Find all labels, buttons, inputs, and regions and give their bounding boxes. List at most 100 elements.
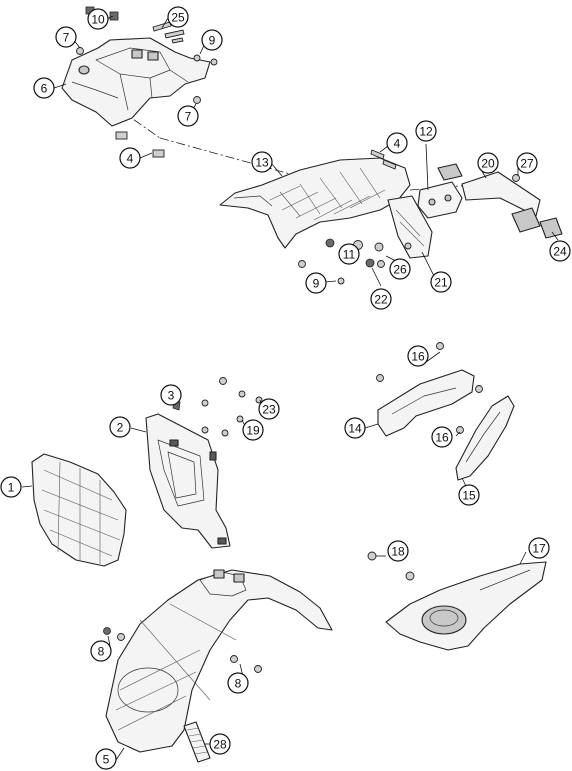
callout-number: 27: [520, 157, 534, 171]
callout-number: 28: [213, 738, 227, 752]
reflector-part: [437, 163, 463, 181]
callout-22: 22: [370, 288, 392, 310]
callout-27: 27: [516, 152, 538, 174]
callout-number: 20: [481, 157, 495, 171]
callout-14: 14: [344, 417, 366, 439]
callout-number: 25: [171, 11, 185, 25]
callout-circle: [305, 272, 327, 294]
callout-number: 9: [313, 277, 320, 291]
callout-number: 4: [127, 152, 134, 166]
callout-number: 16: [435, 431, 449, 445]
callout-21: 21: [430, 271, 452, 293]
callout-number: 12: [419, 125, 433, 139]
callout-number: 6: [41, 82, 48, 96]
callout-circle: [242, 419, 264, 441]
callout-number: 16: [411, 350, 425, 364]
callout-circle: [344, 417, 366, 439]
tank-cover-part: [367, 551, 547, 651]
callout-circle: [415, 120, 437, 142]
callout-circle: [458, 484, 480, 506]
callout-number: 17: [532, 542, 546, 556]
hardware-fender: [103, 627, 262, 673]
callout-circle: [386, 132, 408, 154]
callout-5: 5: [95, 748, 117, 770]
callout-4: 4: [119, 147, 141, 169]
callout-1: 1: [0, 476, 22, 498]
callout-number: 14: [348, 422, 362, 436]
hardware-mid: [172, 377, 263, 437]
callout-7: 7: [177, 105, 199, 127]
decal-part: [183, 721, 211, 763]
callout-circle: [258, 398, 280, 420]
callout-circle: [227, 672, 249, 694]
front-fender-part: [105, 569, 333, 753]
callout-circle: [516, 152, 538, 174]
callout-2: 2: [109, 416, 131, 438]
callout-12: 12: [415, 120, 437, 142]
callout-number: 11: [343, 248, 356, 262]
callout-circle: [177, 105, 199, 127]
callout-3: 3: [160, 384, 182, 406]
callout-number: 10: [91, 13, 105, 27]
callout-number: 7: [63, 31, 70, 45]
callout-16: 16: [431, 426, 453, 448]
callout-24: 24: [549, 240, 571, 262]
callout-number: 15: [462, 489, 476, 503]
callout-23: 23: [258, 398, 280, 420]
callout-circle: [33, 77, 55, 99]
callout-circle: [251, 151, 273, 173]
callout-circle: [0, 476, 22, 498]
pad-part: [539, 217, 563, 239]
callout-number: 23: [262, 403, 276, 417]
callout-circle: [119, 147, 141, 169]
callout-number: 22: [374, 293, 388, 307]
callout-11: 11: [338, 243, 360, 265]
callout-28: 28: [209, 733, 231, 755]
side-panel-right-part: [455, 395, 515, 481]
callout-number: 9: [209, 34, 216, 48]
callout-25: 25: [167, 6, 189, 28]
callout-13: 13: [251, 151, 273, 173]
callout-18: 18: [387, 540, 409, 562]
callout-16: 16: [407, 345, 429, 367]
callout-circle: [549, 240, 571, 262]
callout-9: 9: [201, 29, 223, 51]
callout-6: 6: [33, 77, 55, 99]
tail-bracket-part: [61, 37, 211, 127]
callout-number: 5: [103, 753, 110, 767]
callout-8: 8: [90, 640, 112, 662]
callout-number: 3: [168, 389, 175, 403]
rear-fender-part: [219, 157, 433, 259]
callout-number: 8: [235, 677, 242, 691]
callout-circle: [160, 384, 182, 406]
callout-circle: [338, 243, 360, 265]
callout-26: 26: [389, 258, 411, 280]
callout-number: 24: [553, 245, 567, 259]
callout-9: 9: [305, 272, 327, 294]
callout-circle: [528, 537, 550, 559]
callout-number: 4: [394, 137, 401, 151]
callout-circle: [55, 26, 77, 48]
callout-circle: [209, 733, 231, 755]
callout-circle: [90, 640, 112, 662]
callout-circle: [370, 288, 392, 310]
callout-10: 10: [87, 8, 109, 30]
callout-number: 2: [117, 421, 124, 435]
callout-number: 13: [255, 156, 269, 170]
callout-8: 8: [227, 672, 249, 694]
callout-circle: [407, 345, 429, 367]
callout-circle: [477, 152, 499, 174]
headlight-mask-part: [31, 453, 127, 567]
reflector-plate-part: [417, 181, 463, 219]
callout-number: 1: [8, 481, 15, 495]
callout-circle: [389, 258, 411, 280]
callout-number: 19: [246, 424, 260, 438]
callout-circle: [87, 8, 109, 30]
callout-circle: [167, 6, 189, 28]
callout-number: 8: [98, 645, 105, 659]
callout-19: 19: [242, 419, 264, 441]
callout-number: 21: [434, 276, 448, 290]
callout-circle: [431, 426, 453, 448]
